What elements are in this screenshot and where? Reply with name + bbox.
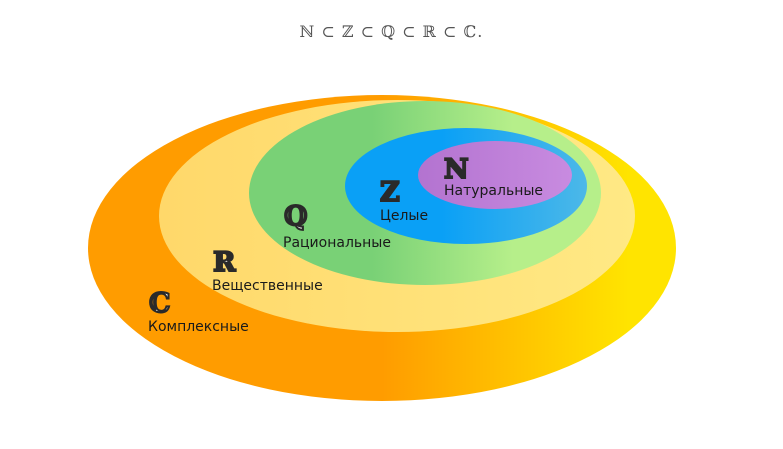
complex-symbol: ℂ — [149, 288, 171, 319]
real-symbol: ℝ — [213, 247, 236, 278]
real-label: Вещественные — [212, 278, 323, 294]
integer-symbol: ℤ — [380, 177, 400, 208]
natural-set-ellipse — [418, 141, 572, 209]
natural-label: Натуральные — [444, 183, 543, 199]
subset-formula: ℕ ⊂ ℤ ⊂ ℚ ⊂ ℝ ⊂ ℂ. — [299, 22, 484, 41]
integer-label: Целые — [380, 208, 428, 224]
natural-symbol: ℕ — [444, 154, 469, 185]
rational-symbol: ℚ — [284, 201, 308, 232]
rational-label: Рациональные — [283, 235, 391, 251]
complex-label: Комплексные — [148, 319, 249, 335]
